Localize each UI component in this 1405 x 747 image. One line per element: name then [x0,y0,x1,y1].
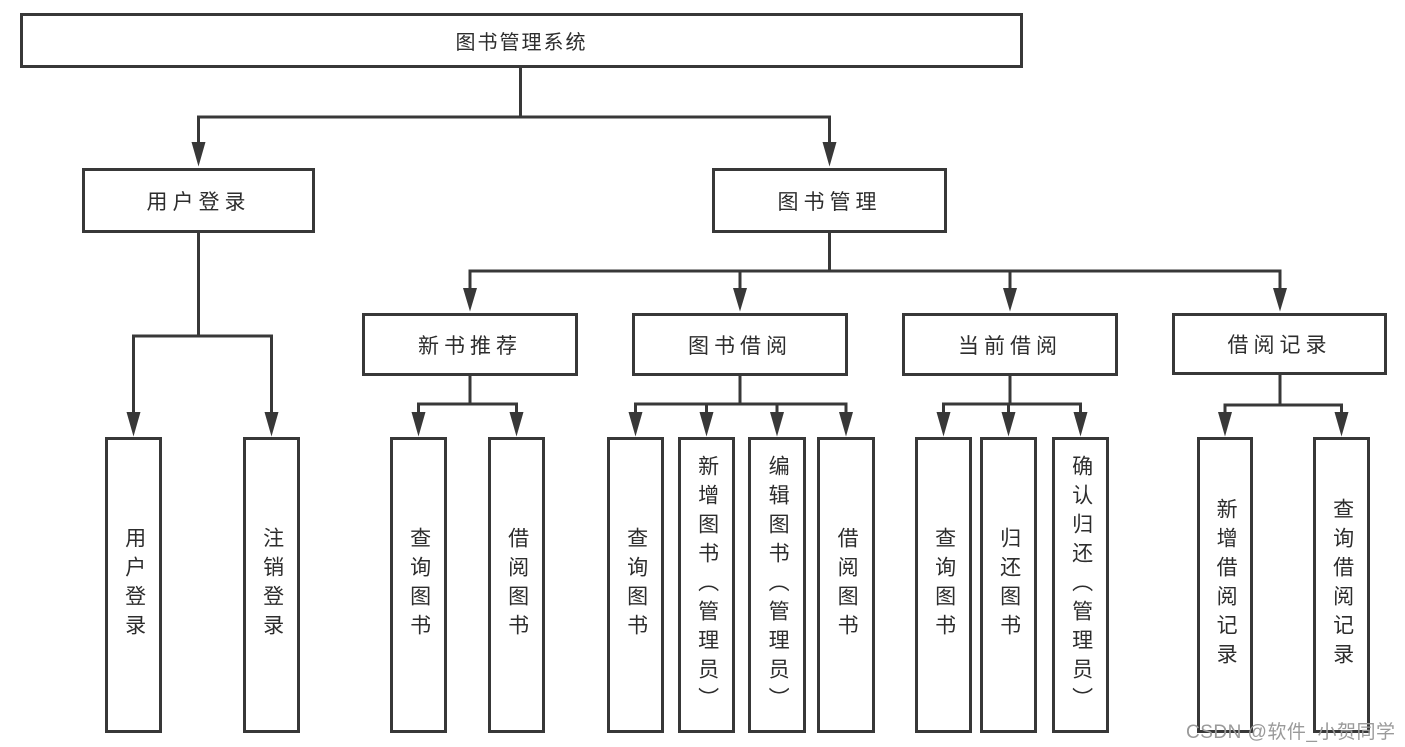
leaf-return-books: 归还图书 [980,437,1037,733]
leaf-query-books-recommendation: 查询图书 [390,437,447,733]
leaf-query-books-borrowing: 查询图书 [607,437,664,733]
node-current-borrowing-label: 当前借阅 [958,334,1062,358]
node-user-login: 用户登录 [82,168,315,233]
leaf-logout: 注销登录 [243,437,300,733]
leaf-add-borrow-record: 新增借阅记录 [1197,437,1253,733]
leaf-user-login-label: 用户登录 [122,527,146,643]
node-user-login-label: 用户登录 [146,190,251,214]
node-book-borrowing: 图书借阅 [632,313,848,376]
leaf-confirm-return-admin: 确认归还（管理员） [1052,437,1109,733]
leaf-query-books-current: 查询图书 [915,437,972,733]
leaf-borrow-books-recommendation: 借阅图书 [488,437,545,733]
leaf-add-books-admin-label: 新增图书（管理员） [695,454,719,716]
leaf-confirm-return-admin-label: 确认归还（管理员） [1069,454,1093,716]
leaf-query-books-recommendation-label: 查询图书 [407,527,431,643]
leaf-query-borrow-record-label: 查询借阅记录 [1330,498,1354,672]
node-book-borrowing-label: 图书借阅 [688,334,792,358]
node-root-label: 图书管理系统 [455,32,588,54]
leaf-edit-books-admin: 编辑图书（管理员） [748,437,806,733]
node-book-management: 图书管理 [712,168,947,233]
leaf-add-borrow-record-label: 新增借阅记录 [1214,498,1238,672]
leaf-borrow-books-borrowing-label: 借阅图书 [835,527,859,643]
node-current-borrowing: 当前借阅 [902,313,1118,376]
node-borrowing-records-label: 借阅记录 [1227,334,1332,357]
leaf-borrow-books-recommendation-label: 借阅图书 [505,527,529,643]
leaf-user-login: 用户登录 [105,437,162,733]
node-borrowing-records: 借阅记录 [1172,313,1387,375]
leaf-query-books-current-label: 查询图书 [932,527,956,643]
leaf-logout-label: 注销登录 [260,527,284,643]
leaf-query-books-borrowing-label: 查询图书 [624,527,648,643]
leaf-edit-books-admin-label: 编辑图书（管理员） [766,454,790,716]
watermark: CSDN @软件_小贺同学 [1186,722,1396,743]
node-new-book-recommendation-label: 新书推荐 [418,334,522,358]
leaf-borrow-books-borrowing: 借阅图书 [817,437,875,733]
node-book-management-label: 图书管理 [777,190,882,214]
leaf-return-books-label: 归还图书 [997,527,1021,643]
node-new-book-recommendation: 新书推荐 [362,313,578,376]
leaf-query-borrow-record: 查询借阅记录 [1313,437,1370,733]
node-root: 图书管理系统 [20,13,1023,68]
leaf-add-books-admin: 新增图书（管理员） [678,437,735,733]
